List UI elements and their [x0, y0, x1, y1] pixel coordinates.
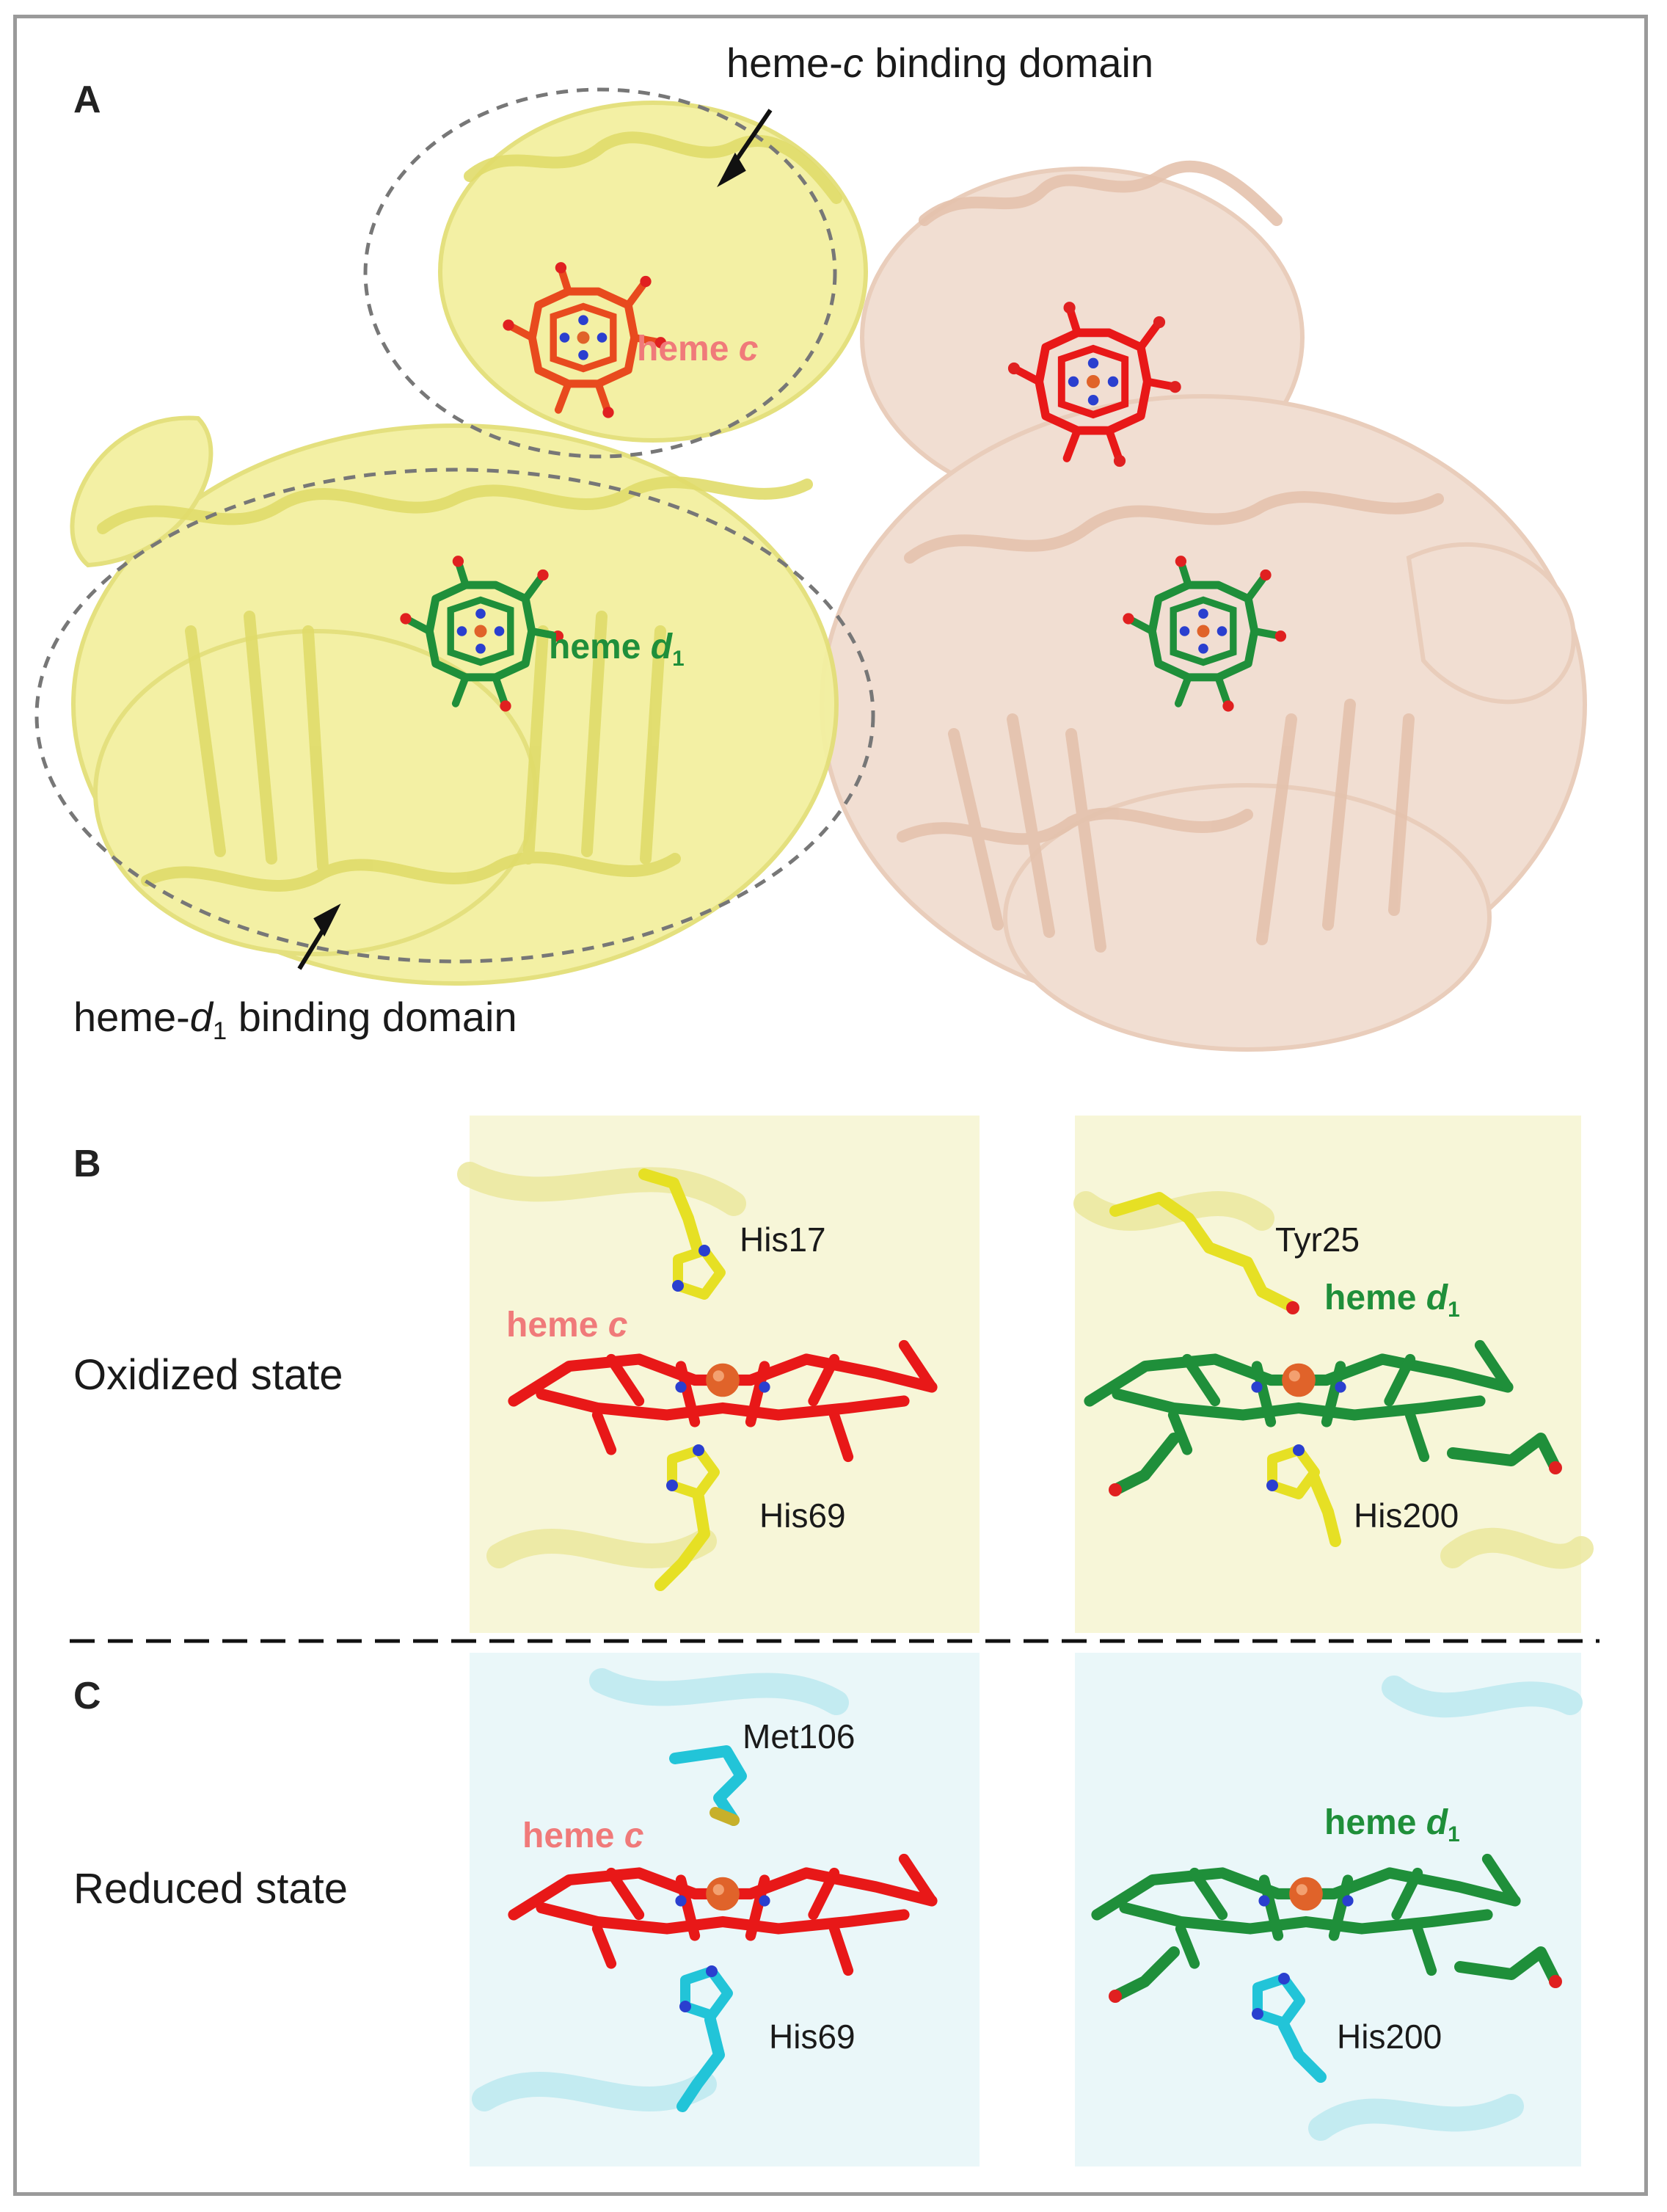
- panel-c-artwork: [470, 1653, 1583, 2166]
- residue-his17-label: His17: [740, 1220, 826, 1259]
- panel-b-letter: B: [73, 1143, 101, 1185]
- panel-b-heme-d1-label: heme d1: [1324, 1278, 1460, 1322]
- residue-his69-oxidized-label: His69: [759, 1496, 846, 1535]
- oxidized-state-label: Oxidized state: [73, 1351, 343, 1399]
- heme-d1-binding-domain-label: heme-d1 binding domain: [73, 994, 517, 1046]
- panel-c-heme-d1-label: heme d1: [1324, 1803, 1460, 1847]
- panel-b-heme-c-label: heme c: [506, 1306, 628, 1345]
- panel-a-artwork: [34, 87, 1587, 1052]
- panel-c-letter: C: [73, 1675, 101, 1717]
- panel-a-letter: A: [73, 79, 101, 121]
- panel-a-heme-c-label: heme c: [637, 330, 759, 368]
- heme-c-binding-domain-label: heme-c binding domain: [726, 40, 1154, 86]
- figure-frame: [13, 15, 1648, 2196]
- panel-b-artwork: [457, 1116, 1594, 1633]
- residue-his69-reduced-label: His69: [769, 2018, 856, 2056]
- reduced-state-label: Reduced state: [73, 1865, 349, 1913]
- panel-c-heme-c-label: heme c: [522, 1816, 644, 1855]
- residue-tyr25-label: Tyr25: [1275, 1220, 1360, 1259]
- residue-his200-oxidized-label: His200: [1354, 1496, 1459, 1535]
- panel-a-heme-d1-label: heme d1: [549, 627, 685, 671]
- residue-met106-label: Met106: [743, 1717, 856, 1756]
- residue-his200-reduced-label: His200: [1337, 2018, 1442, 2056]
